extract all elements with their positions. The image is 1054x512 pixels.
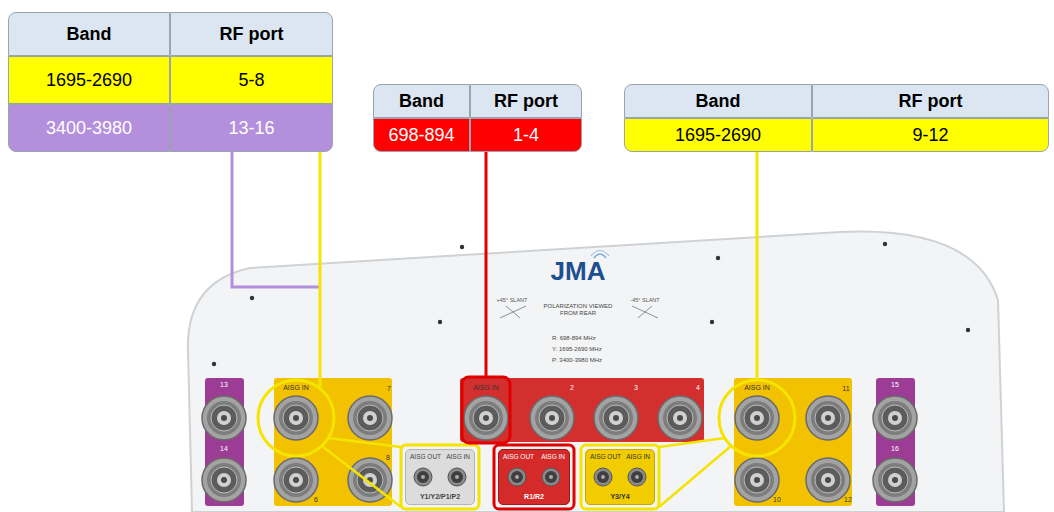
- port-number: 3: [634, 384, 638, 392]
- aisg-port-box: AISG OUT AISG IN R1/R2: [498, 449, 570, 505]
- rf-connector: [348, 396, 392, 440]
- screw-hole: [438, 320, 442, 324]
- port-number: 11: [842, 385, 849, 393]
- port-number: 6: [314, 496, 318, 504]
- group-label: Y1/Y2/P1/P2: [406, 493, 474, 501]
- group-label: R1/R2: [499, 493, 569, 501]
- rf-connector: [735, 458, 779, 502]
- table-cell: 9-12: [812, 118, 1049, 152]
- connector-label: AISG IN: [473, 384, 499, 392]
- highlight-box: [581, 445, 659, 509]
- leader-line: [485, 152, 488, 377]
- highlight-callout: [659, 438, 731, 507]
- connector-label: AISG IN: [283, 384, 309, 392]
- screw-hole: [212, 362, 216, 366]
- polarization-label: -45° SLANT: [630, 297, 659, 303]
- table-cell: 5-8: [170, 56, 333, 104]
- screw-holes: [212, 242, 970, 366]
- aisg-connector: [542, 468, 560, 486]
- highlight-callout: [322, 438, 401, 507]
- rf-connector: [806, 458, 850, 502]
- aisg-connector: [628, 468, 646, 486]
- band-note: P: 3400-3980 MHz: [552, 357, 602, 364]
- aisg-port-box: AISG OUT AISG IN Y3/Y4: [585, 449, 655, 505]
- table-cell: 698-894: [373, 118, 470, 152]
- rf-connector: [594, 396, 638, 440]
- aisg-connector: [448, 468, 466, 486]
- table-cell: 1695-2690: [624, 118, 812, 152]
- table-cell: RF port: [170, 12, 333, 56]
- screw-hole: [883, 242, 887, 246]
- connector-label: AISG IN: [446, 453, 470, 460]
- aisg-port-box: AISG OUT AISG IN Y1/Y2/P1/P2: [405, 449, 475, 505]
- connector-label: AISG IN: [541, 453, 565, 460]
- rf-connector: [873, 458, 917, 502]
- antenna-housing: [188, 232, 1004, 512]
- rf-connector: [274, 458, 318, 502]
- port-number: 14: [220, 445, 228, 453]
- rf-connector: [274, 396, 318, 440]
- connector-label: AISG IN: [626, 453, 650, 460]
- highlight-circle: [258, 380, 334, 456]
- band-note: Y: 1695-2690 MHz: [552, 346, 602, 353]
- screw-hole: [966, 328, 970, 332]
- port-tab: [460, 378, 704, 442]
- connector-label: AISG IN: [744, 384, 770, 392]
- polarization-label: POLARIZATION VIEWED FROM REAR: [538, 303, 618, 317]
- logo-wave: [591, 251, 609, 257]
- slant-symbol: [632, 306, 658, 318]
- port-number: 8: [386, 454, 390, 462]
- port-number: 12: [844, 496, 852, 504]
- aisg-connector: [414, 468, 432, 486]
- table-cell: Band: [373, 84, 470, 118]
- port-number: 7: [387, 385, 391, 393]
- rf-connector: [530, 396, 574, 440]
- brand-logo: JMA: [551, 257, 606, 287]
- band-note: R: 698-894 MHz: [552, 335, 596, 342]
- rf-connector: [202, 396, 246, 440]
- rf-connector: [658, 396, 702, 440]
- table-cell: 3400-3980: [8, 104, 170, 152]
- polarization-label: +45° SLANT: [497, 297, 528, 303]
- screw-hole: [710, 320, 714, 324]
- screw-hole: [250, 296, 254, 300]
- group-label: Y3/Y4: [586, 493, 654, 501]
- port-number: 10: [773, 496, 781, 504]
- rf-connector: [873, 396, 917, 440]
- highlight-box: [494, 445, 574, 509]
- slant-symbol: [500, 306, 526, 318]
- port-tab: [734, 378, 852, 506]
- rf-connector: [202, 458, 246, 502]
- table-cell: 1695-2690: [8, 56, 170, 104]
- port-number: 16: [891, 445, 899, 453]
- port-number: 4: [696, 384, 700, 392]
- connector-label: AISG OUT: [590, 453, 621, 460]
- screw-hole: [460, 245, 464, 249]
- rf-connector: [464, 396, 508, 440]
- port-number: 15: [891, 381, 899, 389]
- port-number: 13: [220, 381, 228, 389]
- port-number: 2: [570, 384, 574, 392]
- table-cell: Band: [624, 84, 812, 118]
- highlight-box: [462, 377, 510, 443]
- connector-label: AISG OUT: [410, 453, 441, 460]
- rf-connector: [735, 396, 779, 440]
- aisg-connector: [508, 468, 526, 486]
- leader-line: [756, 152, 759, 380]
- table-cell: 13-16: [170, 104, 333, 152]
- rf-connector: [806, 396, 850, 440]
- leader-line: [319, 152, 322, 388]
- table-cell: Band: [8, 12, 170, 56]
- highlight-box: [401, 445, 479, 509]
- highlight-circle: [719, 380, 795, 456]
- connector-label: AISG OUT: [503, 453, 534, 460]
- screw-hole: [716, 256, 720, 260]
- table-cell: 1-4: [470, 118, 582, 152]
- table-cell: RF port: [812, 84, 1049, 118]
- aisg-connector: [594, 468, 612, 486]
- table-cell: RF port: [470, 84, 582, 118]
- leader-line: [232, 152, 320, 287]
